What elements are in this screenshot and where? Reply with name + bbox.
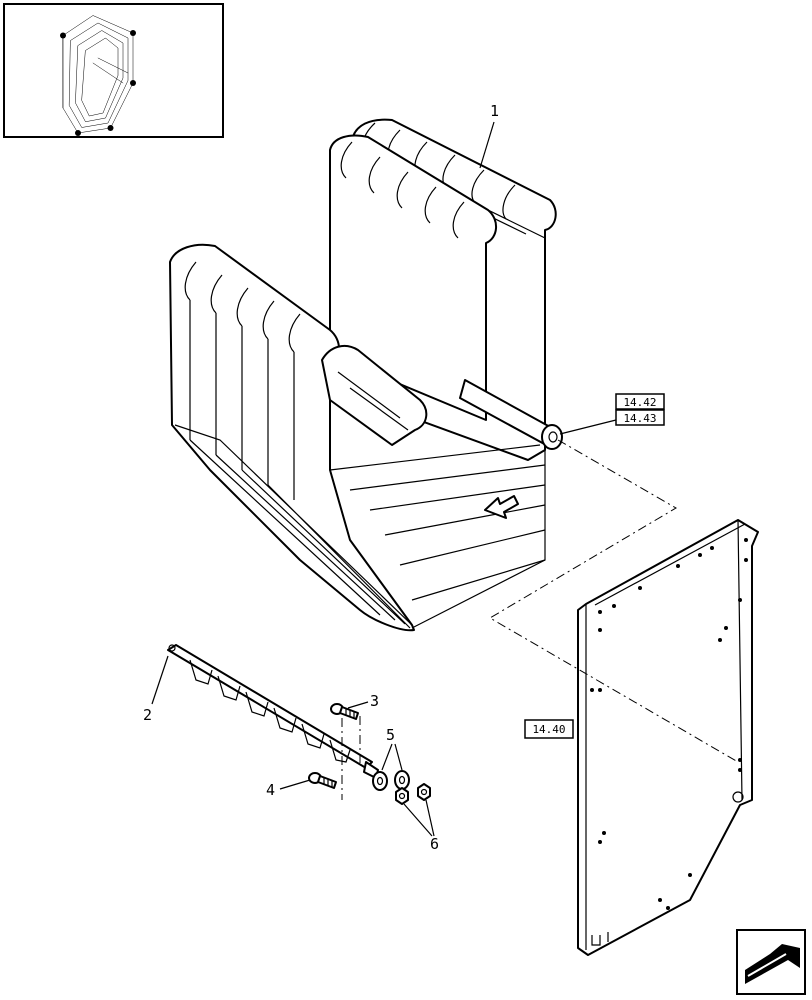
- reference-box-14-43[interactable]: 14.43: [615, 409, 665, 426]
- reference-code: 14.40: [532, 723, 565, 736]
- assembly-thumbnail-icon[interactable]: [3, 3, 224, 138]
- callout-6: 6: [403, 799, 439, 853]
- reference-box-14-42[interactable]: 14.42: [615, 393, 665, 410]
- callout-2: 2: [143, 655, 169, 724]
- bolt-4: [308, 772, 337, 789]
- washers-5: [372, 770, 410, 791]
- scraper-bar: [167, 644, 379, 779]
- reference-box-14-40[interactable]: 14.40: [524, 719, 574, 739]
- belt-assembly: [169, 118, 563, 632]
- callout-number: 1: [490, 102, 499, 120]
- callout-number: 5: [386, 726, 395, 744]
- reference-code: 14.42: [623, 396, 656, 409]
- callout-number: 3: [370, 692, 379, 710]
- side-panel: [577, 519, 759, 956]
- callout-5: 5: [381, 726, 403, 771]
- callout-1: 1: [479, 102, 499, 169]
- bolt-3: [330, 703, 359, 720]
- callout-number: 4: [266, 781, 275, 799]
- callout-number: 6: [430, 835, 439, 853]
- callout-4: 4: [266, 779, 311, 799]
- next-page-arrow-icon[interactable]: [736, 929, 806, 995]
- callout-3: 3: [347, 692, 379, 710]
- nuts-6: [395, 783, 431, 805]
- callout-number: 2: [143, 706, 152, 724]
- reference-code: 14.43: [623, 412, 656, 425]
